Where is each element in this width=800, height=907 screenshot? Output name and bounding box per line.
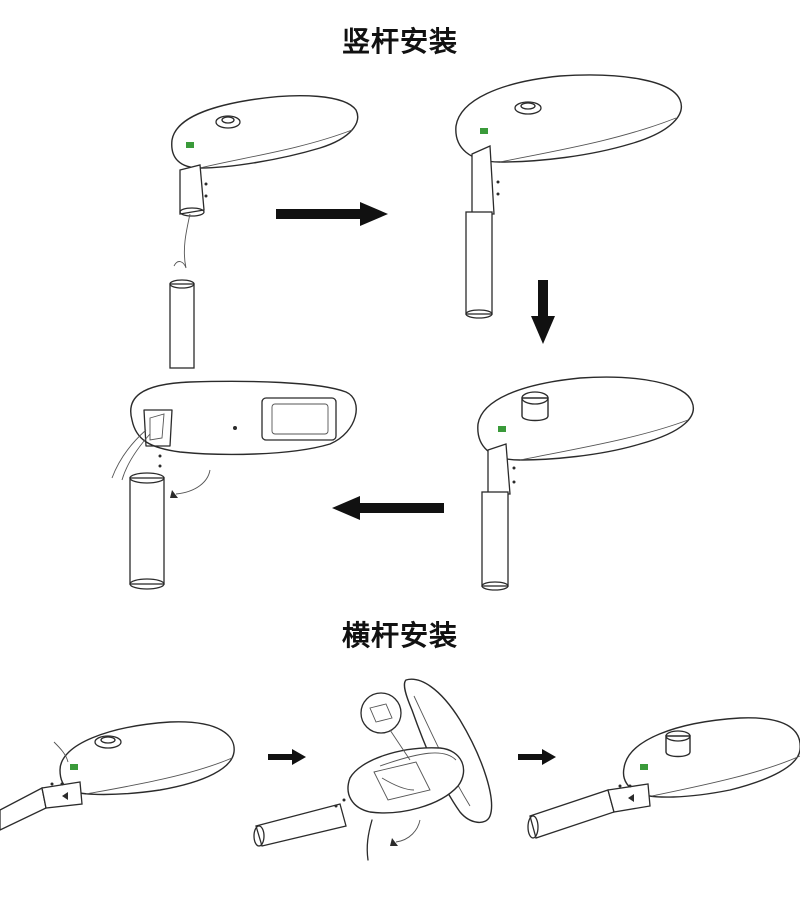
vertical-step-4	[111, 380, 357, 590]
rotate-arrow-icon	[175, 469, 211, 495]
arrow-right-icon-3	[518, 749, 556, 765]
status-label	[186, 142, 194, 148]
arrow-down-icon	[531, 280, 555, 344]
power-cable	[173, 213, 191, 269]
horizontal-install-heading: 横杆安装	[341, 619, 458, 652]
vertical-step-1	[169, 94, 359, 369]
lamp-head	[171, 94, 359, 169]
arrow-right-icon	[276, 202, 388, 226]
arrow-right-icon-2	[268, 749, 306, 765]
horizontal-step-1	[0, 721, 235, 831]
vertical-step-2	[455, 74, 682, 319]
detail-callout	[360, 692, 402, 734]
pole-adapter	[179, 164, 208, 217]
pole	[169, 279, 195, 369]
arrow-left-icon	[332, 496, 444, 520]
horizontal-step-2	[253, 678, 493, 861]
vertical-step-3	[477, 376, 694, 591]
horizontal-step-3	[527, 717, 800, 839]
vertical-install-heading: 竖杆安装	[341, 25, 458, 58]
